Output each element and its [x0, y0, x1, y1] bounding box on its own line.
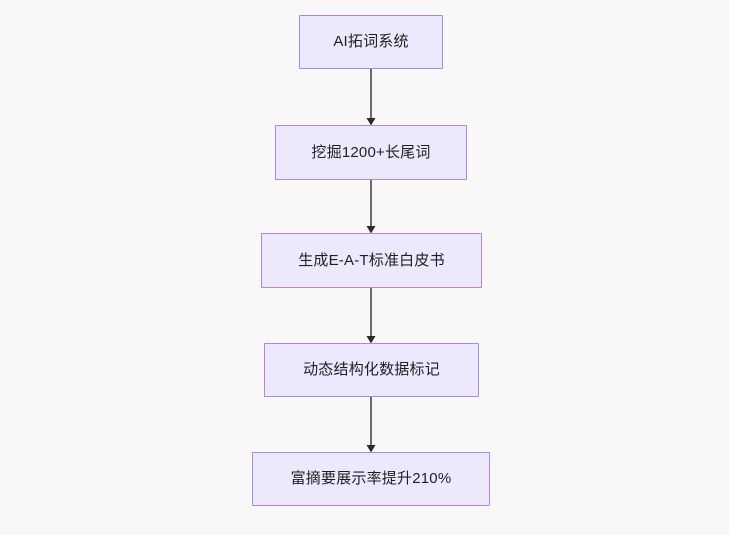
flow-node-5[interactable]: 富摘要展示率提升210% [252, 452, 490, 506]
edge-n3-to-n4 [366, 288, 376, 344]
flow-node-2-label: 挖掘1200+长尾词 [311, 143, 431, 161]
flow-node-1[interactable]: AI拓词系统 [299, 15, 443, 69]
flow-node-1-label: AI拓词系统 [333, 33, 409, 50]
flow-node-3[interactable]: 生成E-A-T标准白皮书 [261, 233, 482, 288]
flow-node-3-label: 生成E-A-T标准白皮书 [298, 251, 445, 269]
flow-node-4[interactable]: 动态结构化数据标记 [264, 343, 479, 397]
edge-n1-to-n2 [366, 69, 376, 126]
flow-node-4-label: 动态结构化数据标记 [303, 361, 440, 378]
edge-n4-to-n5 [366, 397, 376, 453]
edge-n2-to-n3 [366, 180, 376, 234]
flow-node-5-label: 富摘要展示率提升210% [290, 470, 452, 487]
flow-node-2[interactable]: 挖掘1200+长尾词 [275, 125, 467, 180]
